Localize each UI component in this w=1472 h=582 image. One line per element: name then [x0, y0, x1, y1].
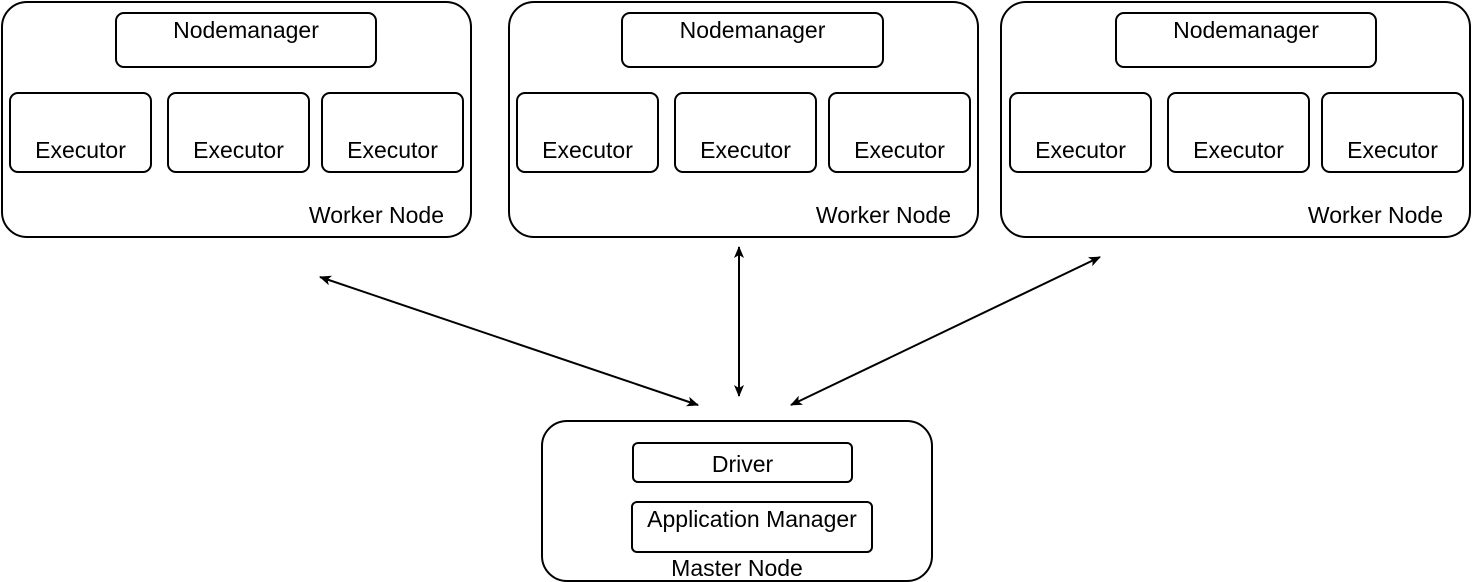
executor-label: Executor [1193, 137, 1284, 163]
driver-label: Driver [711, 451, 774, 477]
worker-node-3: Nodemanager Executor Executor Executor W… [1000, 1, 1471, 238]
worker-node-label: Worker Node [815, 202, 951, 228]
nodemanager-label: Nodemanager [173, 17, 319, 43]
nodemanager-3: Nodemanager [1115, 12, 1377, 68]
executor-label: Executor [35, 137, 126, 163]
executor-1-3: Executor [321, 92, 464, 173]
master-node-label: Master Node [671, 555, 803, 581]
application-manager-label: Application Manager [647, 506, 857, 532]
arrow-worker-1-master [319, 275, 699, 407]
arrow-worker-3-master [790, 256, 1101, 406]
nodemanager-1: Nodemanager [115, 12, 377, 68]
nodemanager-label: Nodemanager [1173, 17, 1319, 43]
executor-2-3: Executor [828, 92, 971, 173]
executor-label: Executor [347, 137, 438, 163]
executor-label: Executor [700, 137, 791, 163]
worker-node-2: Nodemanager Executor Executor Executor W… [508, 1, 979, 238]
worker-node-label: Worker Node [308, 202, 444, 228]
executor-label: Executor [1035, 137, 1126, 163]
executor-label: Executor [854, 137, 945, 163]
executor-label: Executor [542, 137, 633, 163]
application-manager-box: Application Manager [631, 501, 873, 553]
worker-node-1: Nodemanager Executor Executor Executor W… [1, 1, 472, 238]
worker-node-label: Worker Node [1307, 202, 1443, 228]
executor-3-3: Executor [1321, 92, 1464, 173]
master-node: Driver Application Manager Master Node [541, 420, 933, 582]
executor-3-1: Executor [1009, 92, 1152, 173]
nodemanager-label: Nodemanager [679, 17, 826, 43]
executor-1-2: Executor [167, 92, 310, 173]
executor-2-1: Executor [516, 92, 659, 173]
executor-label: Executor [1347, 137, 1438, 163]
nodemanager-2: Nodemanager [621, 12, 884, 68]
executor-1-1: Executor [9, 92, 152, 173]
executor-label: Executor [193, 137, 284, 163]
executor-3-2: Executor [1167, 92, 1310, 173]
executor-2-2: Executor [674, 92, 817, 173]
driver-box: Driver [632, 442, 853, 483]
